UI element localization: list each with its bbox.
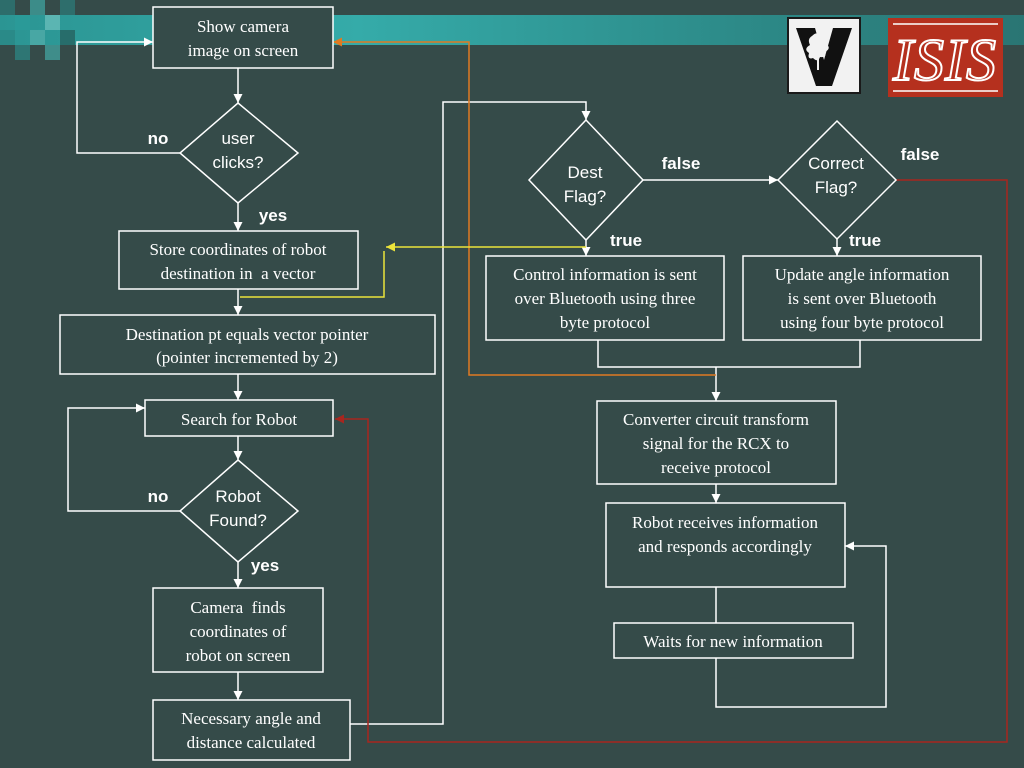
node-text: image on screen <box>188 41 299 60</box>
node-text: Converter circuit transform <box>623 410 809 429</box>
decision-text: clicks? <box>212 153 263 172</box>
node-waits: Waits for new information <box>613 622 854 659</box>
node-text: Store coordinates of robot <box>149 240 326 259</box>
node-show-camera: Show camera image on screen <box>152 6 334 69</box>
label-no: no <box>148 129 169 148</box>
node-text: destination in a vector <box>161 264 316 283</box>
node-text: over Bluetooth using three <box>515 289 696 308</box>
edge-waits-loop-back <box>715 541 887 708</box>
isis-logo-text: ISIS <box>892 27 997 93</box>
decision-dest-flag: Dest Flag? <box>527 118 645 242</box>
decision-text: Flag? <box>564 187 607 206</box>
decision-text: Flag? <box>815 178 858 197</box>
node-text: (pointer incremented by 2) <box>156 348 338 367</box>
decision-text: Robot <box>215 487 261 506</box>
label-true: true <box>849 231 881 250</box>
decision-user-clicks: user clicks? <box>178 102 300 204</box>
decision-correct-flag: Correct Flag? <box>776 119 898 241</box>
node-text: robot on screen <box>186 646 291 665</box>
label-false: false <box>901 145 940 164</box>
label-yes: yes <box>259 206 287 225</box>
node-text: Update angle information <box>775 265 950 284</box>
node-text: byte protocol <box>560 313 650 332</box>
node-text: is sent over Bluetooth <box>788 289 937 308</box>
node-converter: Converter circuit transform signal for t… <box>596 400 837 485</box>
node-store-coordinates: Store coordinates of robot destination i… <box>118 230 359 290</box>
node-update-angle: Update angle information is sent over Bl… <box>742 255 982 341</box>
node-text: Destination pt equals vector pointer <box>126 325 369 344</box>
node-text: Control information is sent <box>513 265 697 284</box>
edge-orange-return-to-show-camera <box>333 37 716 376</box>
node-robot-receives: Robot receives information and responds … <box>605 502 846 588</box>
node-text: Waits for new information <box>643 632 823 651</box>
decision-robot-found: Robot Found? <box>178 459 300 563</box>
node-text: Search for Robot <box>181 410 297 429</box>
oak-leaf-icon <box>806 33 829 61</box>
node-angle-distance: Necessary angle and distance calculated <box>152 699 351 761</box>
isis-logo: ISIS <box>888 18 1003 97</box>
node-camera-finds: Camera finds coordinates of robot on scr… <box>152 587 324 673</box>
node-text: using four byte protocol <box>780 313 944 332</box>
node-search-robot: Search for Robot <box>144 399 334 437</box>
edge-angle-to-dest-flag <box>350 101 591 725</box>
node-text: Necessary angle and <box>181 709 321 728</box>
label-no: no <box>148 487 169 506</box>
decision-text: Found? <box>209 511 267 530</box>
label-true: true <box>610 231 642 250</box>
node-text: coordinates of <box>190 622 287 641</box>
node-text: Camera finds <box>190 598 285 617</box>
edge-robot-found-no-loop <box>67 403 180 512</box>
corner-checker-pattern <box>0 0 75 60</box>
node-text: receive protocol <box>661 458 771 477</box>
decision-text: user <box>221 129 254 148</box>
edge-user-clicks-no-loop <box>76 37 180 154</box>
edge-control-update-merge <box>597 340 861 368</box>
decision-text: Correct <box>808 154 864 173</box>
connectors <box>67 37 1008 743</box>
node-text: signal for the RCX to <box>643 434 789 453</box>
label-yes: yes <box>251 556 279 575</box>
node-text: Show camera <box>197 17 290 36</box>
edge-red-return-to-search <box>335 179 1008 743</box>
node-text: Robot receives information <box>632 513 819 532</box>
vanderbilt-logo <box>787 17 861 94</box>
node-destination-pt: Destination pt equals vector pointer (po… <box>59 314 436 375</box>
decision-text: Dest <box>568 163 603 182</box>
edge-yellow-join-destination <box>240 251 385 298</box>
node-text: distance calculated <box>187 733 316 752</box>
label-false: false <box>662 154 701 173</box>
node-control-info: Control information is sent over Bluetoo… <box>485 255 725 341</box>
node-text: and responds accordingly <box>638 537 812 556</box>
